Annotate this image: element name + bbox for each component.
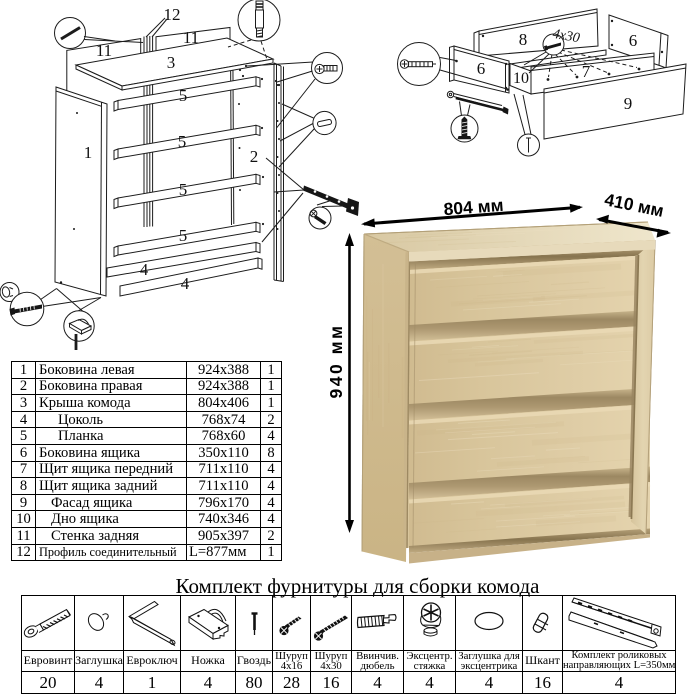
svg-text:5: 5 [179,226,188,245]
svg-text:12: 12 [164,5,181,24]
svg-text:6: 6 [477,59,486,78]
svg-text:410 мм: 410 мм [603,189,666,221]
svg-text:10: 10 [513,70,529,87]
svg-text:804 мм: 804 мм [443,195,504,219]
svg-text:6: 6 [629,31,638,50]
svg-text:5: 5 [179,86,188,105]
svg-text:9: 9 [624,94,633,113]
svg-text:11: 11 [183,28,199,47]
svg-text:4х30: 4х30 [551,27,580,46]
svg-text:8: 8 [519,30,528,49]
svg-text:3: 3 [167,53,176,72]
svg-text:5: 5 [178,132,187,151]
svg-text:4: 4 [140,260,149,279]
svg-text:4: 4 [181,274,190,293]
svg-text:940 мм: 940 мм [326,324,346,399]
svg-text:2: 2 [250,147,259,166]
svg-text:5: 5 [179,180,188,199]
svg-text:7: 7 [582,62,591,81]
svg-text:1: 1 [84,143,93,162]
svg-text:11: 11 [96,41,112,60]
